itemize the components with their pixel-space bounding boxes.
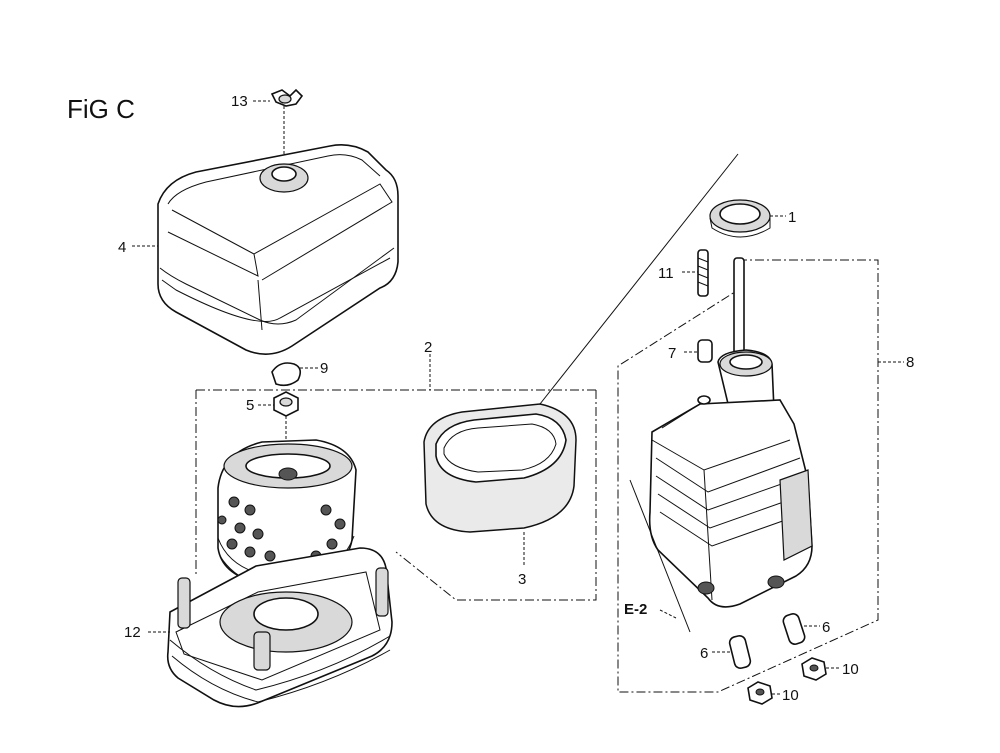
part-1-seal-ring <box>709 199 771 238</box>
part-10-nut-right <box>801 657 827 681</box>
callout-9: 9 <box>320 360 328 377</box>
callout-10-left: 10 <box>782 687 799 704</box>
stud-long <box>733 257 745 355</box>
callout-6-right: 6 <box>822 619 830 636</box>
callout-1: 1 <box>788 209 796 226</box>
e2-bracket-line <box>629 479 691 633</box>
part-6-tube-right <box>782 613 806 645</box>
part-4-cleaner-cover <box>157 144 399 355</box>
part-3-foam-element <box>423 403 577 533</box>
callout-3: 3 <box>518 571 526 588</box>
e2-leader <box>659 609 677 619</box>
group-8-bracket <box>617 259 879 693</box>
callout-12: 12 <box>124 624 141 641</box>
callout-4: 4 <box>118 239 126 256</box>
callout-8: 8 <box>906 354 914 371</box>
callout-10-right: 10 <box>842 661 859 678</box>
group-2-bracket-right <box>395 390 597 601</box>
reference-e2: E-2 <box>624 601 647 618</box>
part-6-tube-left <box>728 635 752 669</box>
part-8-elbow-assembly <box>648 349 813 608</box>
part-10-nut-left <box>747 681 773 705</box>
callout-5: 5 <box>246 397 254 414</box>
figure-title: FiG C <box>67 94 135 124</box>
part-12-cleaner-case <box>166 547 393 708</box>
callout-13: 13 <box>231 93 248 110</box>
callout-7: 7 <box>668 345 676 362</box>
part-7-collar <box>697 339 713 363</box>
part-11-stud-bolt <box>697 249 709 297</box>
part-9-washer <box>271 362 302 387</box>
callout-6-left: 6 <box>700 645 708 662</box>
callout-2: 2 <box>424 339 432 356</box>
part-13-wing-nut <box>270 88 304 107</box>
callout-11: 11 <box>658 265 674 282</box>
part-5-nut <box>273 391 299 417</box>
leader-1-direction <box>539 153 739 405</box>
